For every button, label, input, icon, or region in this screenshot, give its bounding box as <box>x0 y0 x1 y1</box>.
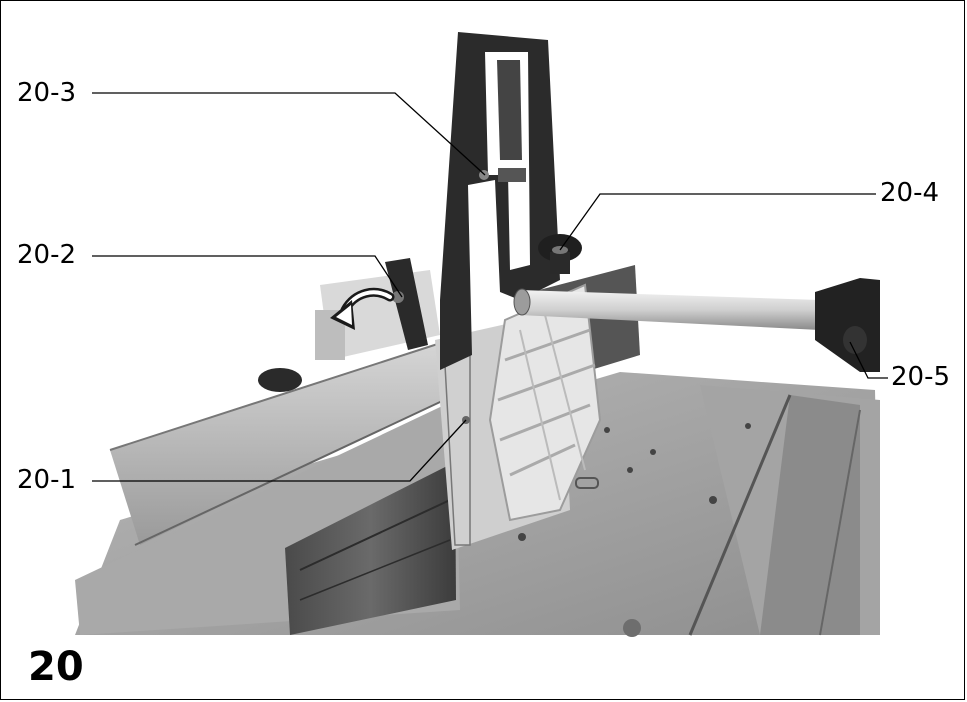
fence-knob <box>258 368 302 392</box>
leader-lines <box>92 92 890 482</box>
leader-20-3 <box>92 92 486 176</box>
callout-20-4: 20-4 <box>880 178 940 208</box>
vertical-guard-arm <box>440 32 560 370</box>
curved-arrow-icon <box>330 287 395 330</box>
callout-20-3: 20-3 <box>17 78 77 108</box>
leader-20-4 <box>559 193 876 251</box>
workpiece <box>285 462 456 635</box>
locking-knob <box>538 234 582 274</box>
fence-lever <box>385 258 428 350</box>
leader-20-1 <box>92 419 467 482</box>
blade-guard <box>488 283 602 522</box>
figure-number: 20 <box>28 644 84 690</box>
callout-20-2: 20-2 <box>17 240 77 270</box>
callout-20-5: 20-5 <box>891 362 951 392</box>
leader-20-2 <box>92 255 403 298</box>
extraction-tube <box>513 278 880 372</box>
leader-20-5 <box>849 341 890 379</box>
callout-20-1: 20-1 <box>17 465 77 495</box>
